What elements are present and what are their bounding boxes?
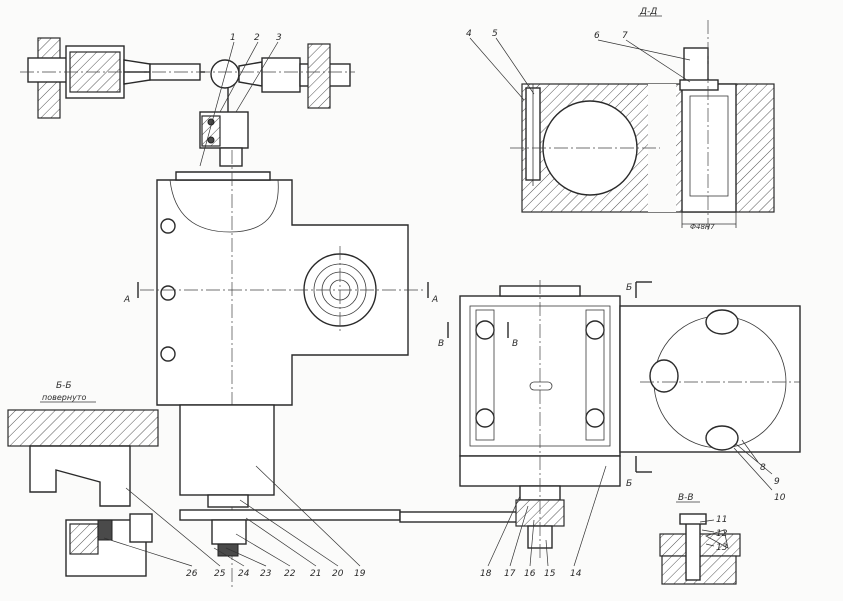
right-motor-unit <box>459 280 621 560</box>
section-subtitle-rotated: повернуто <box>42 393 86 402</box>
part-numbers: 1 2 3 4 5 6 7 8 9 10 11 12 13 14 15 16 1… <box>186 29 786 579</box>
cut-mark-b-top: Б <box>626 283 632 293</box>
cut-mark-v-left: В <box>438 339 444 349</box>
section-title-v-v: В-В <box>678 493 694 503</box>
part-number: 13 <box>716 543 728 553</box>
part-number: 8 <box>760 463 766 473</box>
spindle-assembly <box>20 37 355 119</box>
clamp-block <box>199 88 249 167</box>
part-number: 11 <box>716 515 727 525</box>
dimension-diameter: Ф48Н7 <box>690 223 715 231</box>
cut-mark-a-right: А <box>431 295 438 305</box>
part-number: 2 <box>254 33 260 43</box>
part-number: 17 <box>504 569 516 579</box>
part-number: 19 <box>354 569 366 579</box>
part-number: 9 <box>774 477 780 487</box>
part-number: 15 <box>544 569 556 579</box>
section-v-v <box>659 513 741 585</box>
part-number: 24 <box>238 569 250 579</box>
motor-cylinder <box>179 404 401 557</box>
part-number: 5 <box>492 29 498 39</box>
part-number: 1 <box>230 33 236 43</box>
part-number: 26 <box>186 569 198 579</box>
part-number: 14 <box>570 569 582 579</box>
part-number: 3 <box>276 33 282 43</box>
part-number: 10 <box>774 493 786 503</box>
part-number: 18 <box>480 569 492 579</box>
part-number: 22 <box>284 569 296 579</box>
cut-mark-b-bottom: Б <box>626 479 632 489</box>
part-number: 6 <box>594 31 600 41</box>
mounting-plate <box>619 305 801 453</box>
part-number: 23 <box>260 569 272 579</box>
leader-lines <box>103 37 773 567</box>
part-number: 20 <box>332 569 344 579</box>
part-number: 12 <box>716 529 728 539</box>
part-number: 25 <box>214 569 226 579</box>
part-number: 4 <box>466 29 472 39</box>
part-number: 21 <box>310 569 321 579</box>
cutting-planes <box>137 281 652 473</box>
part-number: 7 <box>622 31 628 41</box>
section-title-b-b: Б-Б <box>56 381 72 391</box>
cut-mark-a-left: А <box>123 295 130 305</box>
section-title-d-d: Д-Д <box>639 7 657 17</box>
main-housing <box>140 150 425 590</box>
section-b-b <box>7 409 159 577</box>
cut-mark-v-right: В <box>512 339 518 349</box>
section-d-d: Ф48Н7 <box>510 20 775 231</box>
part-number: 16 <box>524 569 536 579</box>
